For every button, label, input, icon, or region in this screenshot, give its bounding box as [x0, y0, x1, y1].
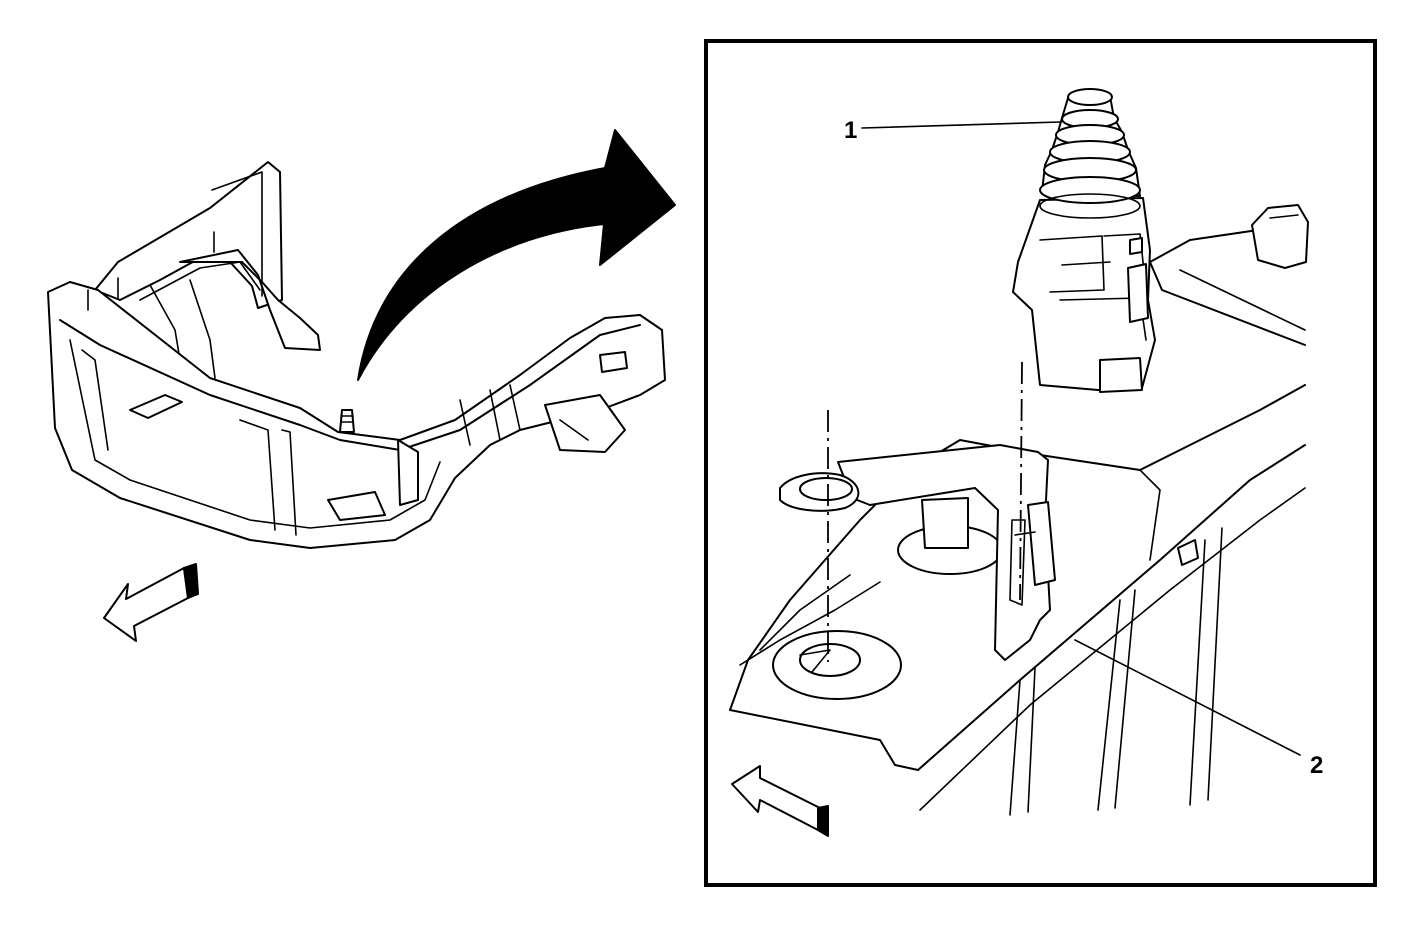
callout-label-1: 1	[844, 117, 857, 144]
instrument-panel-carrier-overview	[47, 161, 666, 549]
front-direction-arrow-icon	[103, 563, 199, 642]
leader-line-1	[861, 121, 1061, 129]
detail-view	[729, 88, 1309, 816]
callout-2: 2	[1074, 639, 1323, 779]
callout-label-2: 2	[1310, 752, 1323, 779]
front-direction-arrow-icon	[731, 765, 829, 837]
transition-arrow-icon	[357, 129, 676, 381]
callout-1: 1	[844, 117, 1061, 144]
leader-line-2	[1074, 639, 1301, 756]
